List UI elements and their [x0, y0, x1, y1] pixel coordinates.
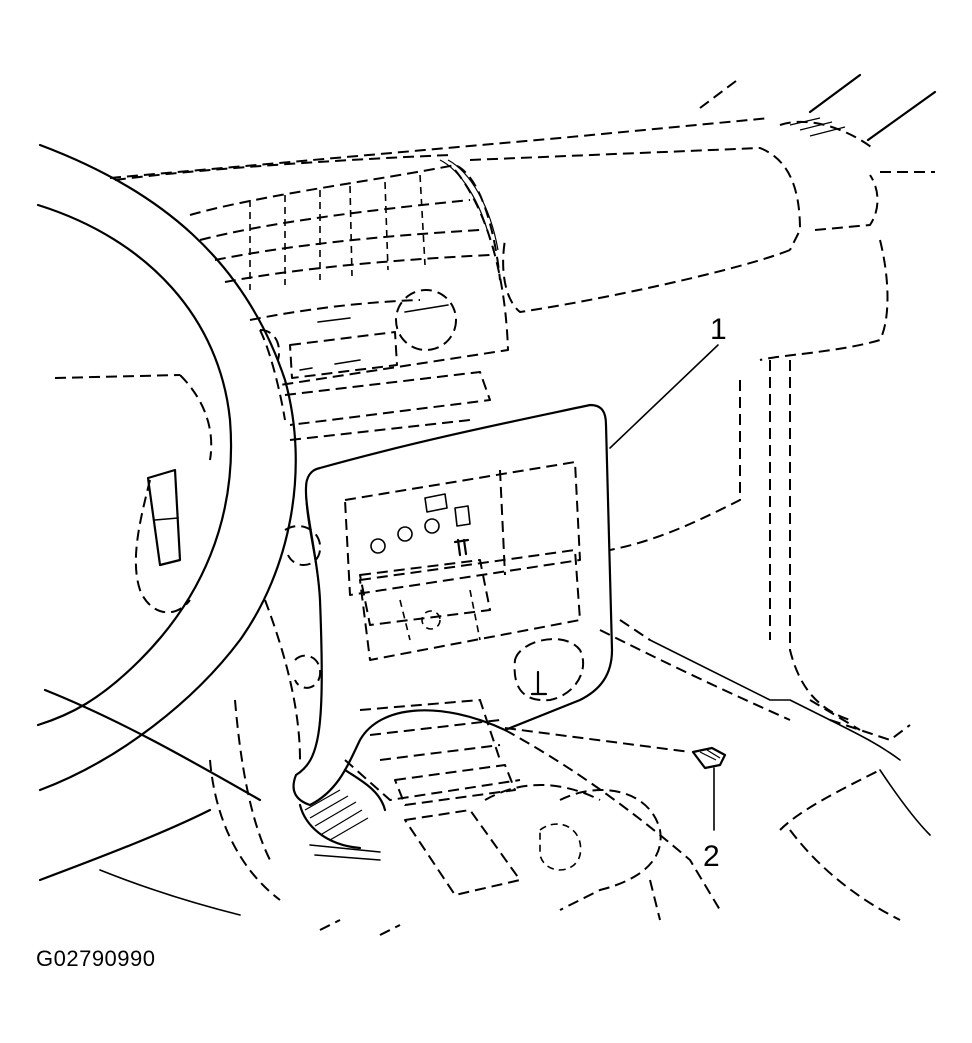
callout-1-leader [609, 344, 719, 449]
instrument-panel-outline [109, 73, 937, 721]
callout-2: 2 [703, 840, 720, 873]
callout-1: 1 [710, 313, 727, 346]
trim-bezel [292, 403, 614, 807]
screw-icon [504, 727, 727, 831]
lower-console [99, 329, 931, 936]
steering-wheel [36, 143, 297, 882]
center-vent-radio [189, 159, 509, 441]
figure-id-label: G02790990 [36, 946, 156, 971]
